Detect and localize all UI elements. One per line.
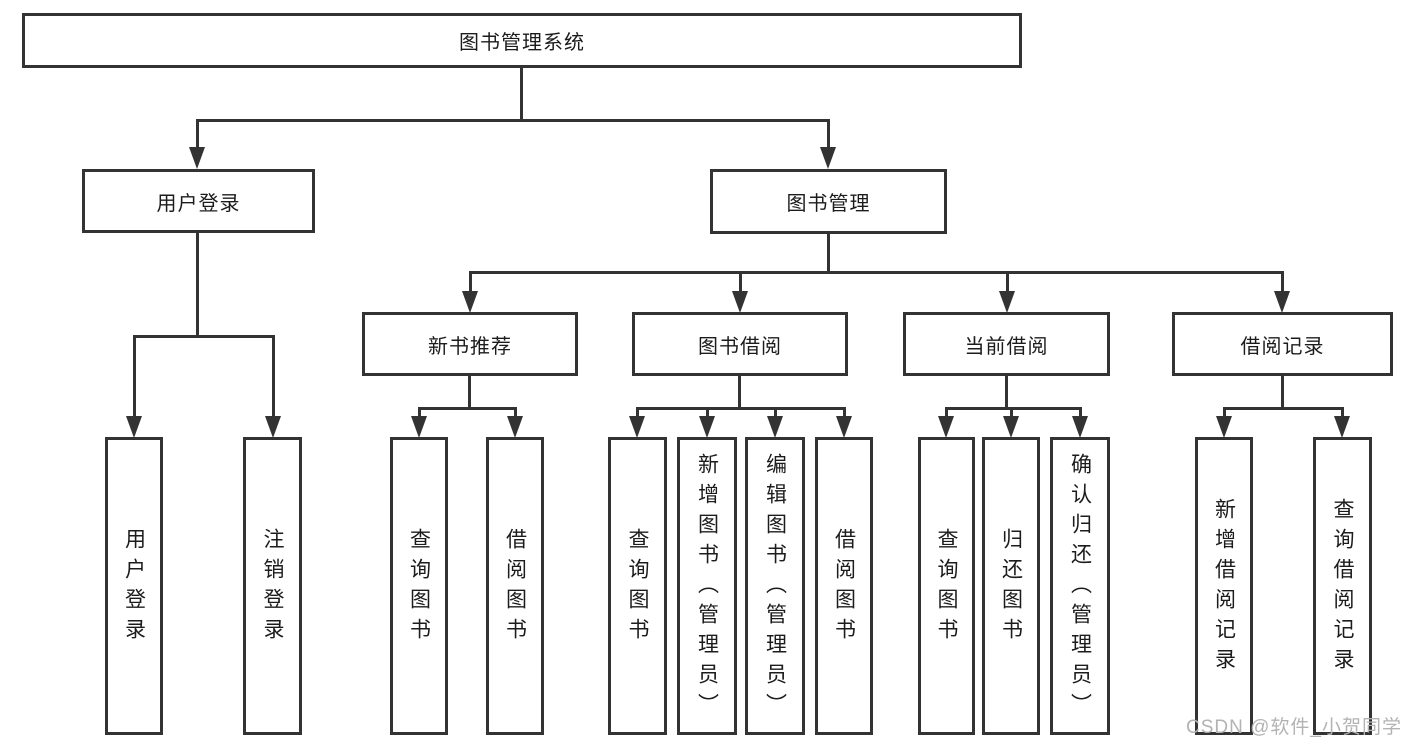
leaf-query-borrow-record: 查询借阅记录 (1313, 437, 1372, 735)
leaf-borrow-books-recommend: 借阅图书 (486, 437, 544, 735)
arrow-down-icon (126, 416, 142, 438)
leaf-logout-login: 注销登录 (243, 437, 302, 735)
leaf-add-borrow-record: 新增借阅记录 (1195, 437, 1253, 735)
arrow-down-icon (1334, 416, 1350, 438)
arrow-down-icon (836, 416, 852, 438)
connector-vline (196, 119, 199, 153)
leaf-query-books-borrow: 查询图书 (608, 437, 667, 735)
arrow-down-icon (1072, 416, 1088, 438)
node-book-borrow: 图书借阅 (632, 312, 848, 376)
leaf-confirm-return-admin: 确认归还（管理员） (1050, 437, 1110, 735)
arrow-down-icon (189, 147, 205, 169)
connector-vline (133, 335, 136, 423)
connector-vline (469, 271, 472, 296)
arrow-down-icon (411, 416, 427, 438)
connector-vline (1281, 271, 1284, 296)
connector-vline (738, 376, 741, 410)
connector-vline (1281, 376, 1284, 410)
node-new-book-recommend: 新书推荐 (362, 312, 578, 376)
leaf-add-book-admin: 新增图书（管理员） (677, 437, 737, 735)
connector-vline (272, 335, 275, 423)
connector-hline (469, 271, 1283, 274)
arrow-down-icon (1216, 416, 1232, 438)
arrow-down-icon (999, 291, 1015, 313)
connector-hline (945, 407, 1082, 410)
arrow-down-icon (1274, 291, 1290, 313)
node-book-management: 图书管理 (710, 169, 947, 234)
arrow-down-icon (462, 291, 478, 313)
arrow-down-icon (1003, 416, 1019, 438)
leaf-query-books-recommend: 查询图书 (390, 437, 448, 735)
connector-vline (1005, 376, 1008, 410)
node-current-borrow: 当前借阅 (903, 312, 1110, 376)
arrow-down-icon (767, 416, 783, 438)
connector-vline (739, 271, 742, 296)
connector-vline (1006, 271, 1009, 296)
leaf-return-books: 归还图书 (982, 437, 1040, 735)
node-borrow-records: 借阅记录 (1172, 312, 1393, 376)
arrow-down-icon (699, 416, 715, 438)
leaf-edit-book-admin: 编辑图书（管理员） (745, 437, 805, 735)
arrow-down-icon (629, 416, 645, 438)
node-library-system: 图书管理系统 (22, 13, 1022, 68)
connector-vline (468, 376, 471, 410)
connector-hline (133, 335, 275, 338)
connector-hline (418, 407, 517, 410)
connector-vline (196, 233, 199, 338)
leaf-borrow-books-borrow: 借阅图书 (815, 437, 873, 735)
connector-hline (636, 407, 846, 410)
connector-vline (827, 119, 830, 153)
node-user-login: 用户登录 (82, 169, 315, 233)
connector-hline (196, 119, 830, 122)
leaf-user-login: 用户登录 (105, 437, 163, 735)
arrow-down-icon (732, 291, 748, 313)
leaf-query-books-current: 查询图书 (918, 437, 975, 735)
arrow-down-icon (938, 416, 954, 438)
connector-hline (1223, 407, 1344, 410)
arrow-down-icon (820, 147, 836, 169)
arrow-down-icon (265, 416, 281, 438)
connector-vline (827, 234, 830, 274)
watermark: CSDN @软件_小贺同学 (1186, 717, 1402, 738)
arrow-down-icon (507, 416, 523, 438)
connector-vline (520, 68, 523, 121)
